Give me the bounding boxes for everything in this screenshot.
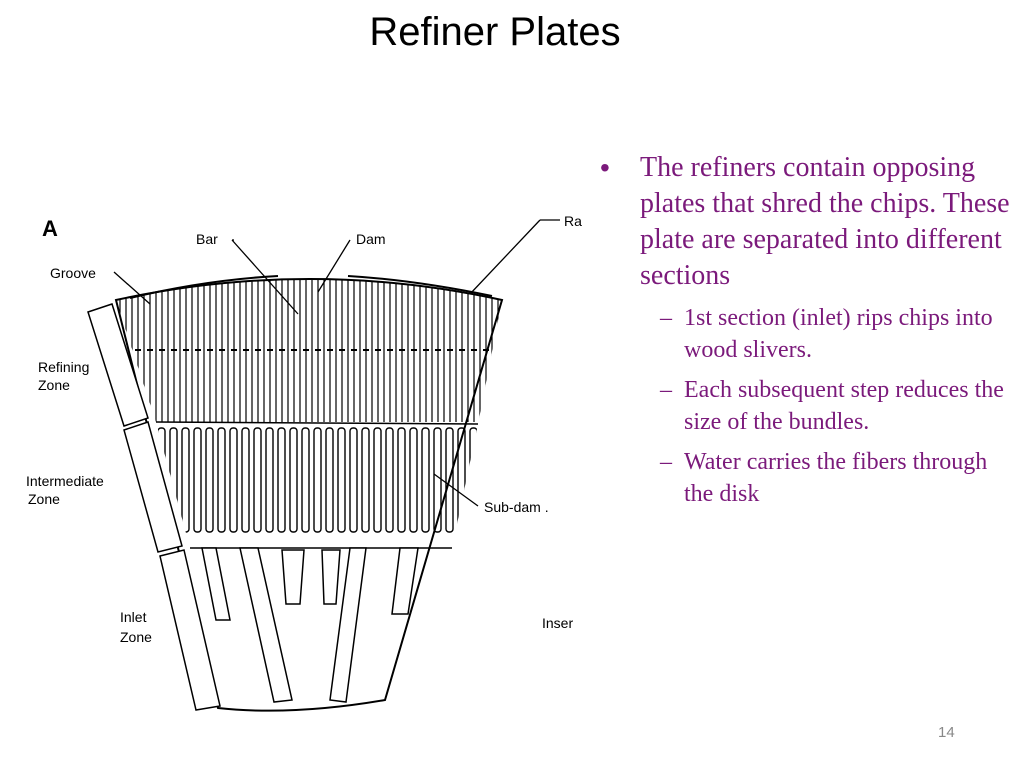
inlet-zone-bars: [201, 547, 419, 703]
bullet-main-text: The refiners contain opposing plates tha…: [640, 152, 1010, 291]
side-insert-panels: [87, 303, 221, 711]
label-refining-zone-2: Zone: [38, 377, 70, 393]
label-intermediate-zone-1: Intermediate: [26, 473, 104, 489]
refining-zone-bars: [119, 279, 501, 422]
dash-icon: –: [660, 377, 672, 403]
rim-segments: [129, 275, 493, 299]
label-subdam: Sub-dam .: [484, 499, 549, 515]
label-dam: Dam: [356, 231, 386, 247]
sub-bullet: – Water carries the fibers through the d…: [600, 446, 1010, 510]
dash-icon: –: [660, 305, 672, 331]
sub-bullet-text: Each subsequent step reduces the size of…: [684, 377, 1004, 435]
bullet-main: • The refiners contain opposing plates t…: [600, 150, 1010, 294]
bullet-list: • The refiners contain opposing plates t…: [600, 150, 1010, 518]
label-refining-zone-1: Refining: [38, 359, 89, 375]
label-raised: Ra: [564, 213, 582, 229]
intermediate-zone-bars: [157, 427, 478, 533]
sub-bullet-text: Water carries the fibers through the dis…: [684, 449, 988, 507]
label-inlet-zone-2: Zone: [120, 629, 152, 645]
label-inlet-zone-1: Inlet: [120, 609, 147, 625]
dash-icon: –: [660, 449, 672, 475]
sub-bullet: – 1st section (inlet) rips chips into wo…: [600, 302, 1010, 366]
label-bar: Bar: [196, 231, 218, 247]
panel-letter: A: [42, 216, 58, 241]
bullet-dot-icon: •: [600, 152, 610, 183]
sub-bullet-list: – 1st section (inlet) rips chips into wo…: [600, 302, 1010, 510]
leader-lines: [113, 219, 560, 507]
label-groove: Groove: [50, 265, 96, 281]
slide-title: Refiner Plates: [369, 10, 621, 54]
sub-bullet: – Each subsequent step reduces the size …: [600, 374, 1010, 438]
label-intermediate-zone-2: Zone: [28, 491, 60, 507]
refiner-plate-diagram: A Bar Dam Ra Groove Refining Zone Interm…: [20, 200, 583, 720]
label-insert: Inser: [542, 615, 573, 631]
sub-bullet-text: 1st section (inlet) rips chips into wood…: [684, 305, 993, 363]
page-number: 14: [938, 724, 955, 741]
